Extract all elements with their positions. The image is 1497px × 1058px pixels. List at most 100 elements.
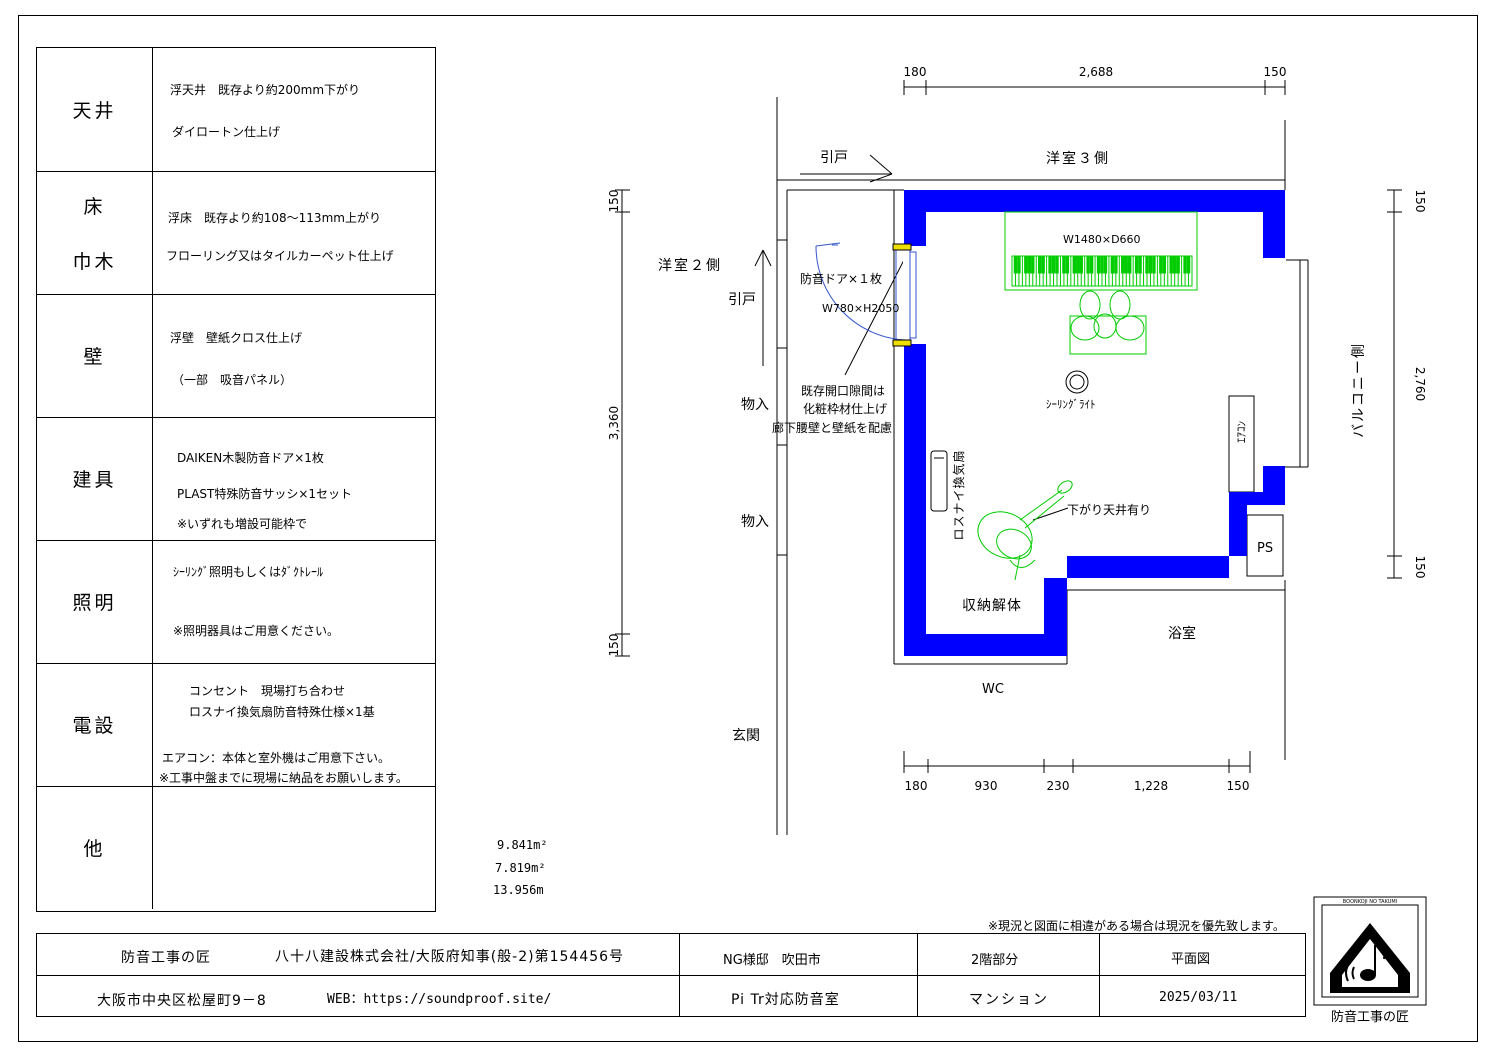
label-bathroom: 浴室 xyxy=(1168,625,1196,642)
piano-black-key xyxy=(1076,255,1080,274)
label-ps: PS xyxy=(1257,541,1273,556)
label-entrance: 玄関 xyxy=(732,727,760,744)
label-door-size: W780×H2050 xyxy=(822,302,899,315)
logo-ring-text: BOONKOJI NO TAKUMI xyxy=(1343,899,1397,905)
label-room-3: 洋室３側 xyxy=(1046,150,1110,167)
piano-black-key xyxy=(1124,255,1128,274)
piano-black-key xyxy=(1169,255,1173,274)
spec-head-baseboard: 巾木 xyxy=(72,250,117,273)
label-sliding-door-left: 引戸 xyxy=(728,292,756,308)
dim-bottom: 180 xyxy=(905,779,928,793)
soundproof-walls xyxy=(904,190,1285,656)
spec-line: フローリング又はタイルカーペット仕上げ xyxy=(166,249,394,263)
spec-head-fittings: 建具 xyxy=(72,469,117,491)
piano-black-key xyxy=(1103,255,1108,274)
label-balcony: バルコニー側 xyxy=(1351,342,1367,438)
label-ventilation: ロスナイ換気扇 xyxy=(951,449,966,540)
door-jamb-top xyxy=(892,243,912,251)
spec-head-lighting: 照明 xyxy=(72,592,117,614)
label-door: 防音ドア×１枚 xyxy=(800,271,882,286)
ceiling-light-icon xyxy=(1065,370,1089,394)
tb-brand: 防音工事の匠 xyxy=(121,950,211,966)
spec-table: 天井 浮天井 既存より約200mm下がり ダイロートン仕上げ 床巾木 浮床 既存… xyxy=(36,47,436,912)
spec-head-floor: 床 xyxy=(83,195,106,218)
dim-right: 150 xyxy=(1413,556,1427,579)
spec-row-fittings: 建具 DAIKEN木製防音ドア×1枚 PLAST特殊防音サッシ×1セット ※いず… xyxy=(37,417,435,541)
music-note-icon xyxy=(1360,969,1376,981)
spec-line: （一部 吸音パネル） xyxy=(172,373,293,387)
spec-line: エアコン：本体と室外機はご用意下さい。 xyxy=(162,751,391,765)
piano-icon xyxy=(1004,211,1198,355)
tb-client: NG様邸 吹田市 xyxy=(723,953,821,968)
piano-black-key xyxy=(1017,255,1021,274)
dim-bottom: 230 xyxy=(1047,779,1070,793)
piano-black-key xyxy=(1138,255,1142,274)
label-ceiling-light: ｼｰﾘﾝｸﾞﾗｲﾄ xyxy=(1046,398,1096,411)
spec-line: 浮床 既存より約108～113mm上がり xyxy=(168,211,381,225)
piano-black-key xyxy=(1024,255,1028,274)
piano-black-key xyxy=(1183,255,1187,274)
tb-company: 八十八建設株式会社/大阪府知事(般-2)第154456号 xyxy=(275,949,625,965)
disclaimer: ※現況と図面に相違がある場合は現況を優先致します。 xyxy=(988,919,1285,933)
piano-black-key xyxy=(1134,255,1139,274)
piano-black-key xyxy=(1114,255,1118,274)
spec-line: ※工事中盤までに現場に納品をお願いします。 xyxy=(159,771,408,785)
piano-black-key xyxy=(1096,255,1101,274)
door-jamb-bottom xyxy=(892,339,912,347)
logo-text: 防音工事の匠 xyxy=(1331,1009,1409,1025)
piano-black-key xyxy=(1159,255,1163,274)
piano-black-key xyxy=(1152,255,1156,274)
door-swing xyxy=(815,242,917,345)
tb-spec: Pi Tr対応防音室 xyxy=(731,992,840,1008)
label-room-2: 洋室２側 xyxy=(658,257,722,274)
label-opening: 既存開口隙間は xyxy=(801,384,885,398)
spec-line: ロスナイ換気扇防音特殊仕様×1基 xyxy=(189,705,375,719)
dim-top: 150 xyxy=(1264,65,1287,79)
spec-head-electrical: 電設 xyxy=(72,715,117,737)
piano-black-key xyxy=(1121,255,1125,274)
label-opening: 廊下腰壁と壁紙を配慮 xyxy=(772,420,892,435)
spec-row-floor: 床巾木 浮床 既存より約108～113mm上がり フローリング又はタイルカーペッ… xyxy=(37,171,435,295)
spec-row-wall: 壁 浮壁 壁紙クロス仕上げ （一部 吸音パネル） xyxy=(37,294,435,418)
piano-black-key xyxy=(1037,255,1042,274)
piano-black-key xyxy=(1145,255,1149,274)
piano-black-key xyxy=(1127,255,1132,274)
piano-black-key xyxy=(1162,255,1167,274)
piano-black-key xyxy=(1148,255,1153,274)
label-aircon: ｴｱｺﾝ xyxy=(1235,421,1248,443)
spec-line: ※照明器具はご用意ください。 xyxy=(173,624,340,638)
piano-black-key xyxy=(1176,255,1180,274)
spec-line: 浮天井 既存より約200mm下がり xyxy=(170,83,361,97)
piano-black-key xyxy=(1110,255,1115,274)
spec-line: コンセント 現場打ち合わせ xyxy=(189,684,346,698)
piano-black-key xyxy=(1186,255,1191,274)
tb-building: マンション xyxy=(969,992,1049,1008)
label-lowered-ceiling: 下がり天井有り xyxy=(1067,502,1151,517)
piano-black-key xyxy=(1079,255,1083,274)
area-note: 9.841m² xyxy=(497,838,548,852)
dim-top: 2,688 xyxy=(1079,65,1113,79)
label-opening: 化粧枠材仕上げ xyxy=(803,402,887,416)
piano-black-key xyxy=(1072,255,1077,274)
area-note: 7.819m² xyxy=(495,861,546,875)
window-opening xyxy=(1262,258,1286,466)
spec-row-other: 他 xyxy=(37,786,435,909)
title-block: 防音工事の匠 八十八建設株式会社/大阪府知事(般-2)第154456号 NG様邸… xyxy=(36,933,1306,1017)
piano-black-key xyxy=(1062,255,1066,274)
piano-black-key xyxy=(1031,255,1035,274)
spec-line: ※いずれも増設可能枠で xyxy=(177,517,308,531)
piano-black-key xyxy=(1089,255,1094,274)
piano-black-key xyxy=(1172,255,1177,274)
tb-floor: 2階部分 xyxy=(971,953,1019,968)
spec-head-other: 他 xyxy=(83,838,106,860)
dim-left: 150 xyxy=(607,190,621,213)
spec-head-wall: 壁 xyxy=(83,346,106,368)
ventilation-fan-icon xyxy=(930,450,948,512)
piano-black-key xyxy=(1027,255,1032,274)
piano-black-key xyxy=(1048,255,1052,274)
tb-date: 2025/03/11 xyxy=(1159,990,1238,1005)
dim-bottom: 150 xyxy=(1227,779,1250,793)
door-opening xyxy=(903,246,927,344)
dim-right: 150 xyxy=(1413,190,1427,213)
